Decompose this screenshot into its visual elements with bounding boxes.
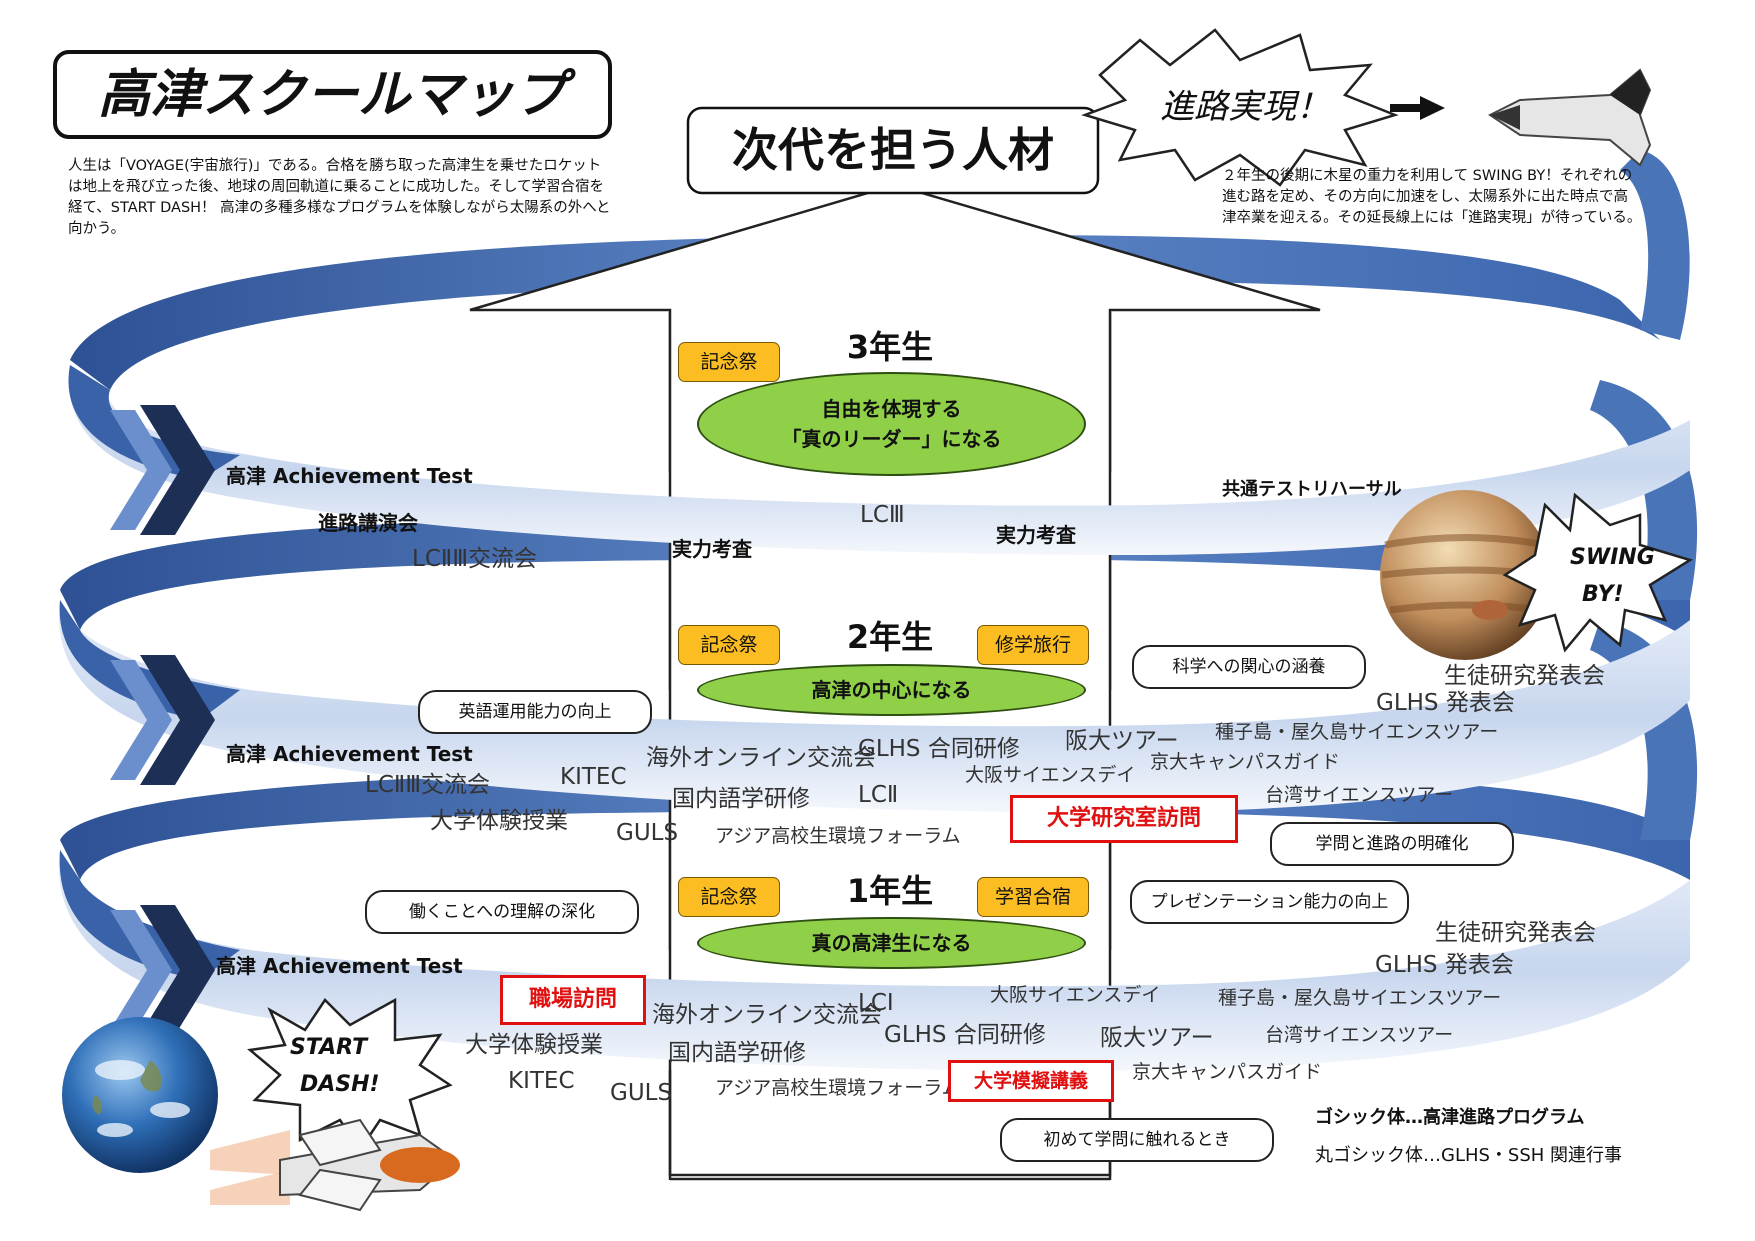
goal-title: 次代を担う人材 — [732, 123, 1054, 177]
g1-daigaku: 大学体験授業 — [465, 1032, 603, 1058]
g3-lc23: LCⅡⅢ交流会 — [412, 546, 538, 572]
grade1-tag-gasshuku: 学習合宿 — [977, 877, 1089, 917]
grade2-tag-shugaku: 修学旅行 — [977, 625, 1089, 665]
g3-rehearsal: 共通テストリハーサル — [1222, 479, 1402, 500]
g2-seito: 生徒研究発表会 — [1444, 663, 1605, 689]
g1-kokunai: 国内語学研修 — [668, 1040, 806, 1066]
bubble-english: 英語運用能力の向上 — [418, 690, 652, 734]
g3-lc3: LCⅢ — [860, 502, 905, 528]
legend-round: 丸ゴシック体…GLHS・SSH 関連行事 — [1315, 1145, 1623, 1166]
g1-achievement: 高津 Achievement Test — [216, 954, 463, 978]
g2-guls: GULS — [616, 820, 679, 846]
g2-osaka-sci: 大阪サイエンスデイ — [965, 764, 1136, 786]
g3-lecture: 進路講演会 — [318, 511, 418, 535]
g3-jitsuryoku1: 実力考査 — [672, 537, 752, 561]
g1-kyodai: 京大キャンパスガイド — [1132, 1061, 1323, 1083]
start-dash-label-1: START — [290, 1035, 368, 1060]
shuttle-bottom — [210, 1118, 460, 1212]
g2-kokunai: 国内語学研修 — [672, 786, 810, 812]
g1-guls: GULS — [610, 1080, 673, 1106]
career-burst-label: 進路実現！ — [1160, 87, 1330, 127]
page-title: 高津スクールマップ — [97, 65, 566, 125]
grade2-goal-ellipse: 高津の中心になる — [697, 664, 1086, 716]
grade3-goal-line2: 「真のリーダー」になる — [781, 427, 1002, 451]
g2-handai: 阪大ツアー — [1065, 728, 1179, 754]
g1-tanegashima: 種子島・屋久島サイエンスツアー — [1218, 987, 1502, 1009]
g1-handai: 阪大ツアー — [1100, 1025, 1214, 1051]
intro-text: 人生は「VOYAGE(宇宙旅行)」である。合格を勝ち取った高津生を乗せたロケット… — [68, 158, 611, 237]
bubble-science: 科学への関心の涵養 — [1132, 645, 1366, 689]
swing-by-note: ２年生の後期に木星の重力を利用して SWING BY！それぞれの進む路を定め、そ… — [1222, 168, 1642, 226]
start-dash-label-2: DASH! — [300, 1072, 380, 1097]
bubble-first: 初めて学問に触れるとき — [1000, 1118, 1274, 1162]
g1-highlight-mock-lecture: 大学模擬講義 — [948, 1060, 1114, 1102]
g1-kitec: KITEC — [508, 1068, 575, 1094]
g2-tanegashima: 種子島・屋久島サイエンスツアー — [1215, 721, 1499, 743]
g1-lc1: LCⅠ — [858, 990, 894, 1016]
shuttle-top — [1488, 68, 1652, 167]
grade3-goal-ellipse: 自由を体現する 「真のリーダー」になる — [697, 372, 1086, 476]
bubble-work: 働くことへの理解の深化 — [365, 890, 639, 934]
swing-by-label-2: BY! — [1582, 582, 1624, 607]
g1-osaka-sci: 大阪サイエンスデイ — [990, 984, 1161, 1006]
g1-kaigai: 海外オンライン交流会 — [652, 1002, 882, 1028]
legend-gothic: ゴシック体…高津進路プログラム — [1315, 1107, 1585, 1128]
g1-taiwan: 台湾サイエンスツアー — [1265, 1024, 1454, 1046]
g2-daigaku: 大学体験授業 — [430, 808, 568, 834]
g2-glhs-godo: GLHS 合同研修 — [858, 736, 1020, 762]
g1-glhs-happyo: GLHS 発表会 — [1375, 952, 1514, 978]
bubble-present: プレゼンテーション能力の向上 — [1130, 880, 1409, 924]
grade1-label: 1年生 — [846, 872, 934, 910]
grade3-tag-kinensai: 記念祭 — [678, 342, 780, 382]
g2-lc23: LCⅡⅢ交流会 — [365, 772, 491, 798]
g1-asia: アジア高校生環境フォーラム — [715, 1077, 961, 1099]
grade2-tag-kinensai: 記念祭 — [678, 625, 780, 665]
g1-seito: 生徒研究発表会 — [1435, 920, 1596, 946]
grade1-tag-kinensai: 記念祭 — [678, 877, 780, 917]
g2-taiwan: 台湾サイエンスツアー — [1265, 784, 1454, 806]
grade1-goal-ellipse: 真の高津生になる — [697, 917, 1086, 969]
g2-kaigai: 海外オンライン交流会 — [646, 745, 876, 771]
swing-by-label-1: SWING — [1570, 545, 1655, 570]
grade3-label: 3年生 — [846, 328, 934, 366]
g1-glhs-godo: GLHS 合同研修 — [884, 1022, 1046, 1048]
g2-kyodai: 京大キャンパスガイド — [1150, 751, 1341, 773]
g2-asia: アジア高校生環境フォーラム — [715, 825, 961, 847]
grade3-goal-line1: 自由を体現する — [821, 397, 962, 421]
g2-lc2: LCⅡ — [858, 782, 899, 808]
g3-jitsuryoku2: 実力考査 — [996, 523, 1076, 547]
g2-glhs-happyo: GLHS 発表会 — [1376, 690, 1515, 716]
bubble-study: 学問と進路の明確化 — [1270, 822, 1514, 866]
g2-kitec: KITEC — [560, 764, 627, 790]
grade2-label: 2年生 — [846, 618, 934, 656]
grade1-goal: 真の高津生になる — [811, 931, 972, 955]
g2-achievement: 高津 Achievement Test — [226, 742, 473, 766]
grade2-goal: 高津の中心になる — [811, 678, 972, 702]
g2-highlight-lab-visit: 大学研究室訪問 — [1010, 795, 1238, 843]
g1-highlight-workplace: 職場訪問 — [500, 975, 646, 1025]
g3-achievement: 高津 Achievement Test — [226, 464, 473, 488]
